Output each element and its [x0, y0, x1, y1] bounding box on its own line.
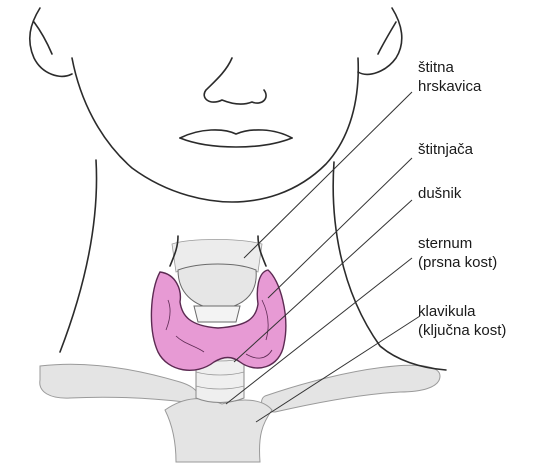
- leader-line-thyroid-gland: [268, 158, 412, 298]
- label-thyroid-gland-line1: štitnjača: [418, 140, 473, 159]
- leader-line-thyroid-cartilage: [244, 92, 412, 258]
- label-thyroid-cartilage-line1: štitna: [418, 58, 481, 77]
- label-thyroid-cartilage-line2: hrskavica: [418, 77, 481, 96]
- label-sternum-line2: (prsna kost): [418, 253, 497, 272]
- sternum-illustration: [165, 399, 272, 462]
- label-trachea-line1: dušnik: [418, 184, 461, 203]
- label-thyroid-cartilage: štitna hrskavica: [418, 58, 481, 96]
- label-thyroid-gland: štitnjača: [418, 140, 473, 159]
- thyroid-cartilage-illustration: [172, 240, 262, 323]
- label-clavicle-line2: (ključna kost): [418, 321, 506, 340]
- label-clavicle: klavikula (ključna kost): [418, 302, 506, 340]
- label-trachea: dušnik: [418, 184, 461, 203]
- label-sternum-line1: sternum: [418, 234, 497, 253]
- label-clavicle-line1: klavikula: [418, 302, 506, 321]
- label-sternum: sternum (prsna kost): [418, 234, 497, 272]
